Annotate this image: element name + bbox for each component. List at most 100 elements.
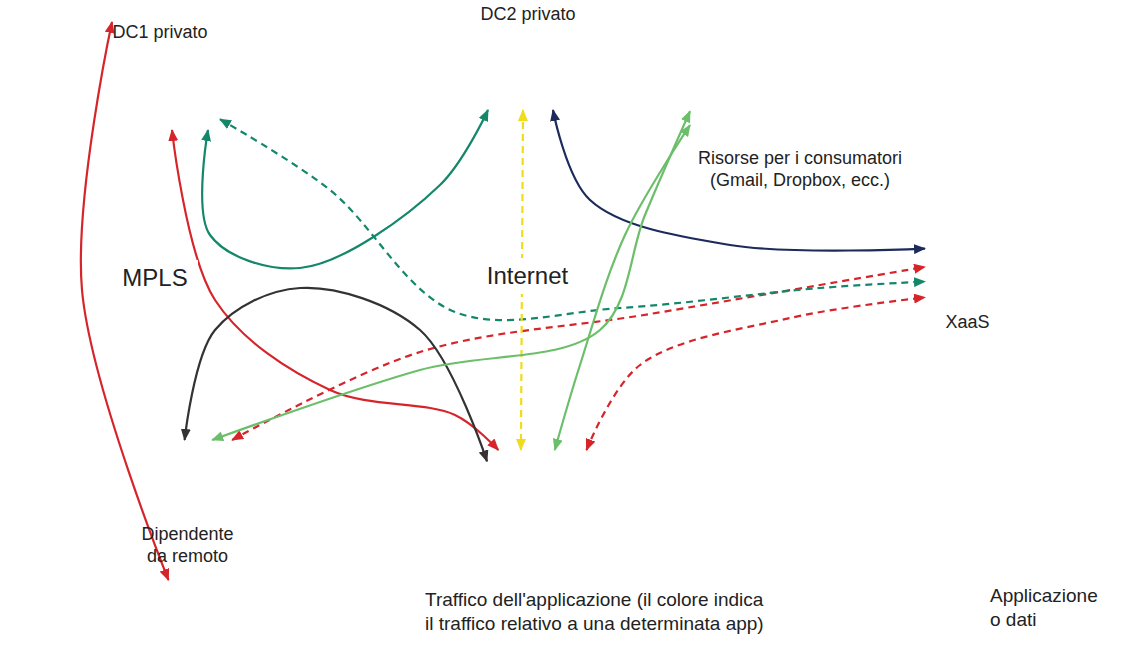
circuit-wire: [538, 78, 545, 95]
cloud-label: Internet: [477, 258, 578, 294]
consumer-resources-node: Risorse per i consumatori (Gmail, Dropbo…: [690, 58, 910, 198]
cloud-label: MPLS: [112, 260, 197, 296]
circuit-pin: [963, 284, 968, 289]
cloud-lobe: [536, 302, 626, 394]
building-floor: [793, 96, 809, 98]
icon-holder: [933, 212, 1003, 312]
building-floor: [793, 71, 809, 73]
tree-crown: [130, 70, 146, 86]
ground-line: [129, 94, 191, 96]
circuit-pin: [983, 280, 988, 285]
lamp-post: [989, 243, 991, 264]
device-glyph: [549, 481, 563, 491]
icon-holder: [125, 44, 195, 126]
circuit-pin: [529, 98, 534, 103]
person-body: [148, 478, 188, 506]
tree-trunk: [777, 100, 779, 110]
network-cloud: Internet: [385, 190, 670, 400]
cloud-lobe: [17, 290, 113, 386]
device-glyph: [526, 523, 536, 533]
device-glyph: [526, 460, 536, 470]
building-floor: [153, 77, 169, 79]
building-outline: [517, 29, 541, 78]
building-floor: [961, 220, 977, 222]
device-glyph: [527, 480, 535, 493]
node-label: Dipendente da remoto: [140, 524, 235, 567]
circuit-wire: [145, 96, 152, 113]
traffic-connector: [586, 297, 925, 450]
circuit-wire: [531, 78, 533, 98]
datacenter-node: DC2 privato: [478, 4, 578, 110]
circuit-pin: [155, 116, 160, 121]
cloud-lobe-light: [401, 296, 487, 384]
building-floor: [793, 76, 809, 78]
legend-text: Traffico dell'applicazione (il colore in…: [425, 588, 771, 636]
lamp-head: [987, 238, 995, 243]
building-floor: [521, 39, 537, 41]
cloud-lobe: [164, 302, 256, 394]
devices-outline: [487, 450, 600, 545]
device-glyph: [576, 481, 586, 491]
device-glyph: [499, 460, 513, 470]
device-glyph: [574, 460, 588, 470]
cloud-lobe: [82, 282, 198, 398]
building-floor: [153, 62, 169, 64]
cloud-lobe: [213, 283, 297, 367]
circuit-wire: [157, 96, 159, 116]
cloud-lobe: [585, 283, 668, 367]
building-floor: [961, 235, 977, 237]
circuit-pin: [969, 284, 974, 289]
laptop-screen: [198, 484, 224, 501]
circuit-pin: [795, 130, 800, 135]
phone: [196, 446, 211, 474]
lamp-head: [547, 52, 555, 57]
circuit-wire: [964, 264, 966, 284]
building-icon: [493, 26, 563, 106]
traffic-connector: [232, 267, 925, 440]
building-floor: [793, 101, 809, 103]
tree-trunk: [944, 254, 946, 264]
building-icon: [125, 44, 195, 124]
person-head: [157, 449, 179, 471]
building-icon: [765, 58, 835, 138]
icon-holder: [142, 440, 234, 524]
circuit-pin: [781, 126, 786, 131]
tree-crown: [938, 238, 954, 254]
person-hair: [155, 446, 180, 470]
building-floor: [961, 255, 977, 257]
legend-text: Applicazione o dati: [990, 584, 1105, 632]
building-floor: [793, 91, 809, 93]
lamp-post: [182, 75, 184, 96]
cloud-lobe-light: [395, 288, 454, 348]
circuit-wire: [163, 96, 165, 116]
device-glyph: [499, 523, 513, 533]
building-floor: [153, 72, 169, 74]
puzzle-icon: [254, 43, 303, 92]
building-floor: [153, 87, 169, 89]
traffic-connector: [185, 288, 487, 462]
device-glyph: [524, 502, 538, 512]
building-floor: [961, 230, 977, 232]
building-floor: [961, 245, 977, 247]
puzzle-icon: [586, 516, 634, 563]
circuit-wire: [978, 264, 985, 281]
node-label: Risorse per i consumatori (Gmail, Dropbo…: [690, 148, 910, 191]
cloud-shape: [17, 196, 297, 398]
ground-line: [769, 109, 831, 111]
datacenter-icon: [129, 47, 191, 122]
circuit-pin: [801, 130, 806, 135]
person-icon: [142, 440, 234, 512]
devices-box: [487, 450, 600, 545]
building-floor: [521, 59, 537, 61]
building-icon: [933, 212, 1003, 292]
circuit-wire: [525, 78, 527, 98]
icon-holder: [493, 26, 563, 108]
cloud-lobe-light: [26, 296, 114, 384]
cloud-lobe-light: [132, 340, 188, 396]
datacenter-icon: [937, 215, 999, 290]
lamp-post: [550, 57, 552, 78]
cloud-lobe-light: [505, 340, 560, 396]
building-floor: [153, 67, 169, 69]
node-label: DC1 privato: [112, 22, 207, 44]
